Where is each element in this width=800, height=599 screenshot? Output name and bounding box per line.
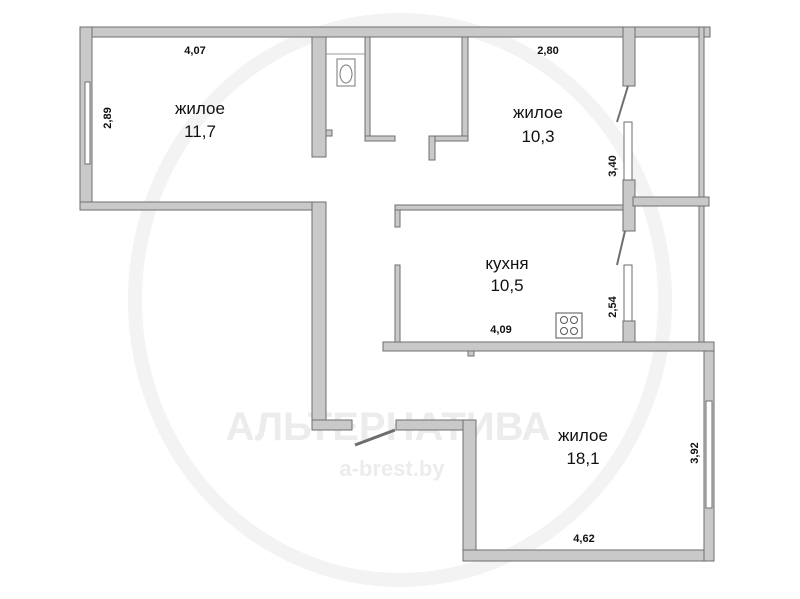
watermark-site: a-brest.by <box>339 456 445 481</box>
room-area: 18,1 <box>566 449 599 468</box>
balcony-divider <box>632 196 710 207</box>
room-width: 4,09 <box>490 324 511 336</box>
room-area: 10,3 <box>521 127 554 146</box>
window-room1 <box>84 81 91 165</box>
window-room4 <box>705 400 713 509</box>
room-depth: 3,92 <box>689 442 701 463</box>
room-width: 4,62 <box>573 533 594 545</box>
watermark-brand: АЛЬТЕРНАТИВА <box>226 405 551 449</box>
room-width: 2,80 <box>537 45 558 57</box>
room-name: жилое <box>558 426 608 445</box>
window-room2 <box>623 121 633 181</box>
room-2: жилое 10,3 2,80 3,40 <box>513 45 619 177</box>
watermark: АЛЬТЕРНАТИВА a-brest.by <box>128 13 672 587</box>
room-depth: 3,40 <box>607 155 619 176</box>
room-name: жилое <box>513 103 563 122</box>
balcony-rail <box>698 26 705 343</box>
toilet-icon <box>336 58 356 87</box>
room-1: жилое 11,7 4,07 2,89 <box>102 45 225 141</box>
walls <box>79 26 715 562</box>
window-kitchen <box>623 264 633 322</box>
stove-icon <box>555 312 583 339</box>
room-area: 10,5 <box>490 276 523 295</box>
room-kitchen: кухня 10,5 4,09 2,54 <box>485 254 619 336</box>
room-name: жилое <box>175 99 225 118</box>
room-depth: 2,89 <box>102 107 114 128</box>
room-name: кухня <box>485 254 528 273</box>
room-area: 11,7 <box>184 122 216 141</box>
entrance-door <box>354 428 396 447</box>
room-depth: 2,54 <box>607 295 619 317</box>
room-width: 4,07 <box>184 45 205 57</box>
room-4: жилое 18,1 4,62 3,92 <box>558 426 701 545</box>
